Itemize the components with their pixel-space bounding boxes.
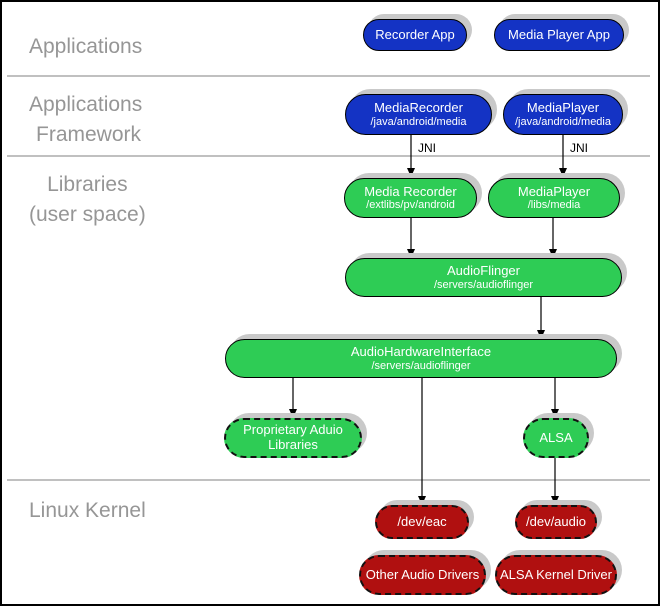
- node-title: /dev/audio: [526, 513, 586, 529]
- layer-label-applications: Applications: [29, 35, 143, 58]
- node-dev-eac: /dev/eac: [375, 505, 469, 539]
- node-subtitle: /servers/audioflinger: [371, 359, 471, 372]
- node-media-recorder-lib: Media Recorder /extlibs/pv/android: [344, 178, 477, 218]
- node-dev-audio: /dev/audio: [515, 505, 597, 539]
- node-subtitle: /extlibs/pv/android: [366, 199, 455, 212]
- node-subtitle: /libs/media: [527, 199, 581, 212]
- node-title: Recorder App: [375, 26, 455, 42]
- node-other-audio-drivers: Other Audio Drivers: [359, 555, 486, 595]
- node-media-player-app: Media Player App: [494, 19, 624, 51]
- node-title: Media Recorder: [364, 183, 457, 199]
- layer-label-linux-kernel: Linux Kernel: [29, 499, 146, 522]
- node-mediaplayer-lib: MediaPlayer /libs/media: [488, 178, 620, 218]
- node-title: /dev/eac: [397, 513, 447, 529]
- node-alsa: ALSA: [523, 418, 589, 458]
- node-alsa-kernel-driver: ALSA Kernel Driver: [495, 555, 617, 595]
- node-title: MediaPlayer: [526, 100, 600, 116]
- layer-label-line: Libraries: [47, 173, 128, 196]
- jni-label: JNI: [570, 141, 588, 155]
- node-title: MediaPlayer: [517, 183, 591, 199]
- layer-label-applications-framework: Applications Framework: [29, 90, 142, 150]
- node-subtitle: /java/android/media: [370, 115, 467, 128]
- node-subtitle: /servers/audioflinger: [433, 278, 534, 291]
- node-subtitle: /java/android/media: [514, 115, 611, 128]
- node-mediarecorder-framework: MediaRecorder /java/android/media: [345, 94, 492, 135]
- node-recorder-app: Recorder App: [363, 19, 467, 51]
- node-title: ALSA: [539, 429, 573, 445]
- node-title: AudioFlinger: [447, 263, 520, 279]
- layer-label-libraries: Libraries (user space): [29, 170, 146, 230]
- layer-label-line: Applications: [29, 93, 143, 116]
- node-proprietary-audio-libraries: Proprietary Aduio Libraries: [224, 418, 362, 458]
- node-audioflinger: AudioFlinger /servers/audioflinger: [345, 258, 622, 297]
- node-title: Media Player App: [508, 26, 610, 42]
- layer-label-line: (user space): [29, 203, 146, 226]
- node-audio-hardware-interface: AudioHardwareInterface /servers/audiofli…: [225, 339, 617, 378]
- node-title: Other Audio Drivers: [365, 566, 480, 582]
- layer-label-line: Framework: [36, 123, 142, 146]
- jni-label: JNI: [418, 141, 436, 155]
- node-title: MediaRecorder: [374, 100, 463, 116]
- node-title: Proprietary Aduio Libraries: [243, 422, 343, 452]
- node-title: AudioHardwareInterface: [350, 344, 492, 360]
- node-mediaplayer-framework: MediaPlayer /java/android/media: [503, 94, 623, 135]
- node-title: ALSA Kernel Driver: [500, 566, 612, 582]
